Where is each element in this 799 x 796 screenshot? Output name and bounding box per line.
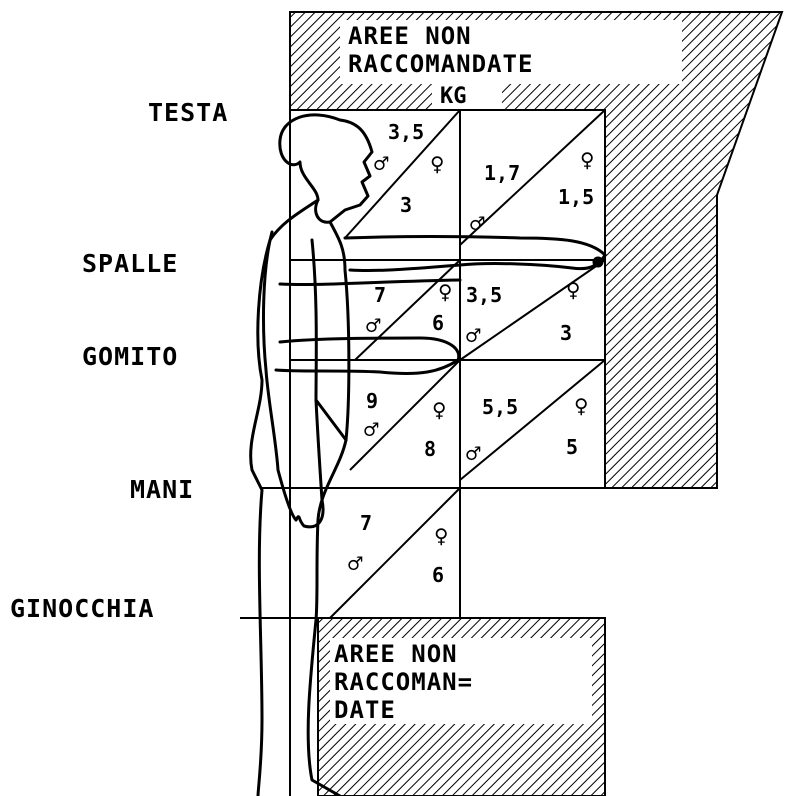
elbow-far-female-value: 5 (566, 435, 578, 459)
male-icon: ♂ (374, 150, 389, 178)
male-icon: ♂ (466, 322, 481, 350)
hands-close-female-value: 6 (432, 563, 444, 587)
label-mani: MANI (130, 475, 194, 504)
female-icon: ♀ (438, 278, 452, 306)
bottom-notice-line1: AREE NON (334, 640, 458, 668)
elbow-far-male-value: 5,5 (482, 395, 518, 419)
shoulder-close-female-value: 6 (432, 311, 444, 335)
male-icon: ♂ (364, 416, 379, 444)
label-spalle: SPALLE (82, 249, 178, 278)
head-far-male-value: 1,7 (484, 161, 520, 185)
female-icon: ♀ (574, 392, 588, 420)
female-icon: ♀ (580, 146, 594, 174)
bottom-notice-line3: DATE (334, 696, 396, 724)
label-gomito: GOMITO (82, 342, 178, 371)
label-testa: TESTA (148, 98, 228, 127)
male-icon: ♂ (348, 550, 363, 578)
label-ginocchia: GINOCCHIA (10, 594, 154, 623)
shoulder-far-female-value: 3 (560, 321, 572, 345)
head-far-female-value: 1,5 (558, 185, 594, 209)
female-icon: ♀ (430, 150, 444, 178)
top-notice-line1: AREE NON (348, 22, 472, 50)
female-icon: ♀ (566, 276, 580, 304)
elbow-close-female-value: 8 (424, 437, 436, 461)
female-icon: ♀ (432, 396, 446, 424)
shoulder-close-male-value: 7 (374, 283, 386, 307)
hands-close-male-value: 7 (360, 511, 372, 535)
male-icon: ♂ (366, 312, 381, 340)
male-icon: ♂ (466, 440, 481, 468)
female-icon: ♀ (434, 522, 448, 550)
head-close-male-value: 3,5 (388, 120, 424, 144)
top-notice-line2: RACCOMANDATE (348, 50, 533, 78)
male-icon: ♂ (470, 210, 485, 238)
unit-label: KG (440, 84, 467, 109)
shoulder-far-male-value: 3,5 (466, 283, 502, 307)
elbow-close-male-value: 9 (366, 389, 378, 413)
bottom-notice-line2: RACCOMAN= (334, 668, 473, 696)
head-close-female-value: 3 (400, 193, 412, 217)
